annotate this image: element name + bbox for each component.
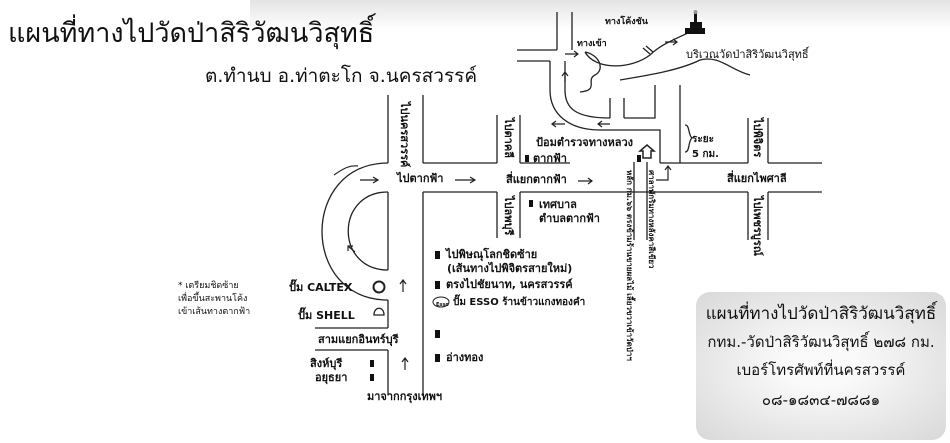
direction-arrows [333, 38, 678, 370]
caltex-label: ปั๊ม CALTEX [289, 281, 353, 294]
police-house-icon [637, 144, 657, 159]
inburi-junction-label: สามแยกอินทร์บุรี [318, 333, 399, 346]
road-edge [747, 118, 769, 240]
km-marker-label: หลัก กม.๖๖ ตรงข้ามร้านขายผลไม้ เลี้ยวขวา… [625, 170, 634, 361]
curved-road-label: ทางโค้งชัน [605, 17, 648, 27]
to-phichit-label: ไปพิจิตร [751, 118, 764, 158]
marker-squares [370, 155, 641, 381]
map-title: แผนที่ทางไปวัดป่าสิริวัฒนวิสุทธิ์ [8, 18, 375, 49]
caltex-star-icon [372, 280, 386, 294]
police-box-label: ป้อมตำรวจทางหลวง [536, 136, 634, 149]
phaisali-junction-label: สี่แยกไพศาลี [727, 172, 787, 185]
road-edge [564, 61, 681, 163]
marker-square [435, 281, 440, 289]
rest-area-label: ศาลาพักริมทางหลังคาสีเขียว [647, 170, 656, 269]
bridge [642, 45, 654, 55]
scan-shading [250, 0, 950, 30]
legend-keep-left-note: (เส้นทางไปพิจิตรสายใหม่) [447, 262, 573, 275]
distance-value: 5 กม. [692, 149, 719, 160]
info-distance: กทม.-วัดป่าสิริวัฒนวิสุทธิ์ ๒๗๘ กม. [707, 333, 935, 351]
to-takhli-label: ไปตาคลี [502, 118, 515, 158]
marker-square [435, 330, 440, 338]
legend-straight: ตรงไปชัยนาท, นครสวรรค์ [435, 278, 573, 291]
esso-logo-icon [432, 296, 450, 308]
legend-angthong: อ่างทอง [435, 351, 483, 364]
u-turn-inner [347, 191, 389, 271]
note-line-3: เข้าเส้นทางตากฟ้า [178, 307, 251, 317]
legend-esso: ปั๊ม ESSO ร้านข้าวแกงทองคำ [453, 297, 586, 308]
entrance-label: ทางเข้า [577, 39, 607, 49]
distance-label: ระยะ [692, 134, 714, 145]
pointer-line [633, 162, 648, 240]
police-box-location: ตากฟ้า [533, 152, 567, 165]
shell-label: ปั๊ม SHELL [298, 309, 355, 322]
to-phetchabun-label: ไปเพชรบูรณ์ [751, 196, 764, 256]
info-title: แผนที่ทางไปวัดป่าสิริวัฒนวิสุทธิ์ [705, 304, 937, 324]
takfa-junction-label: สี่แยกตากฟ้า [506, 173, 567, 186]
to-nakhon-sawan-label: ไปนครสวรรค์ [398, 102, 411, 168]
legend-keep-left: ไปพิษณุโลกชิดซ้าย [435, 248, 537, 261]
note-line-2: เพื่อขึ้นสะพานโค้ง [178, 294, 248, 304]
u-turn-outer [321, 162, 389, 301]
to-lopburi-label: ไปลพบุรี [502, 196, 515, 236]
from-bangkok-label: มาจากกรุงเทพฯ [367, 390, 443, 403]
info-box: แผนที่ทางไปวัดป่าสิริวัฒนวิสุทธิ์ กทม.-ว… [696, 292, 946, 440]
road-edge [387, 95, 424, 163]
temple-icon [685, 10, 705, 34]
road-edge [517, 12, 661, 163]
road-edge [315, 192, 424, 395]
to-takfa-label: ไปตากฟ้า [397, 172, 444, 185]
map-subtitle: ต.ทำนบ อ.ท่าตะโก จ.นครสวรรค์ [205, 65, 478, 87]
temple-area-label: บริเวณวัดป่าสิริวัฒนวิสุทธิ์ [686, 48, 809, 61]
info-phone-number: ๐๘-๑๘๓๔-๗๘๘๑ [761, 391, 881, 409]
municipality-label: เทศบาล [539, 198, 577, 211]
note-line-1: * เตรียมชิดซ้าย [178, 281, 239, 291]
singburi-label: สิงห์บุรี [310, 357, 343, 370]
marker-square [435, 251, 440, 259]
ayutthaya-label: อยุธยา [315, 371, 348, 384]
esso-logo-text: Esso [436, 302, 449, 308]
shell-icon [373, 307, 385, 316]
bracket [684, 124, 694, 153]
marker-square [435, 354, 440, 362]
legend-marker [435, 327, 446, 340]
municipality-name: ตำบลตากฟ้า [539, 212, 600, 225]
road-edge [496, 115, 521, 238]
info-phone-label: เบอร์โทรศัพท์ที่นครสวรรค์ [736, 361, 906, 379]
